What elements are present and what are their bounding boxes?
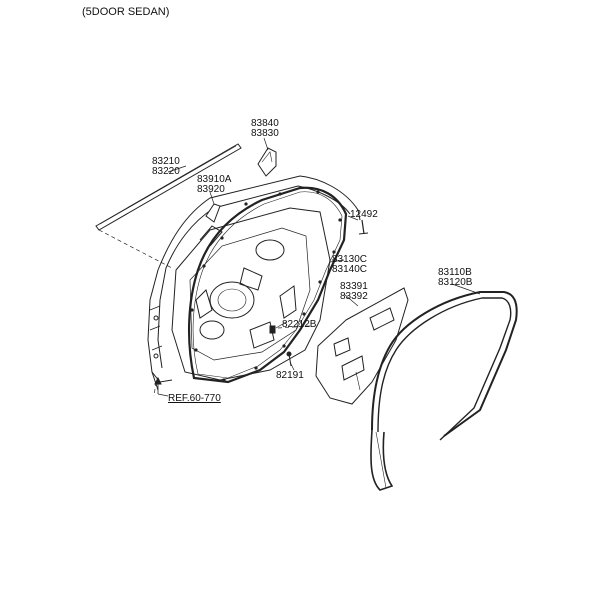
sealing-cover [315,287,409,405]
reference-label: REF.60-770 [168,393,221,404]
part-number-82191: 82191 [276,370,304,381]
door-weatherstrip [188,186,348,384]
part-number-83140c: 83140C [332,264,368,275]
reference-arrowhead [154,376,162,385]
part-number-83391: 83391 [340,281,368,292]
leader-lines [157,137,481,397]
part-number-83210: 83210 [152,156,180,167]
part-number-82212b: 82212B [282,319,317,330]
part-number-83220: 83220 [152,166,180,177]
part-number-83120b: 83120B [438,277,473,288]
weatherstrip-clips [190,190,342,382]
part-number-83840: 83840 [251,118,279,129]
part-number-83920: 83920 [197,184,225,195]
belt-moulding [95,143,242,231]
part-number-12492: 12492 [350,209,378,220]
body-weatherstrip [370,291,518,491]
screw [358,219,369,235]
clip-82212b [269,325,276,334]
variant-label: (5DOOR SEDAN) [82,6,170,18]
part-number-83110b: 83110B [438,267,472,278]
part-number-83910a: 83910A [197,174,232,185]
delta-garnish [257,147,277,177]
part-number-83392: 83392 [340,291,368,302]
part-number-83130c: 83130C [332,254,368,265]
part-number-83830: 83830 [251,128,279,139]
